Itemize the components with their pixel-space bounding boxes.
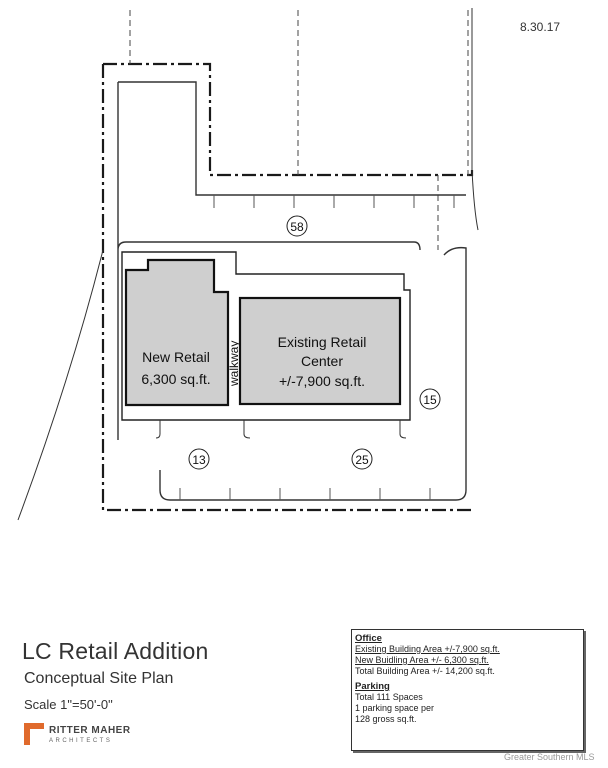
drawing-date: 8.30.17 <box>520 20 561 34</box>
parking-stalls-north <box>213 195 455 208</box>
new-retail-label-1: New Retail <box>142 349 210 365</box>
svg-text:13: 13 <box>192 453 206 467</box>
parking-curb <box>117 81 467 501</box>
parking-count-south: 25 <box>351 448 373 470</box>
parking-heading: Parking <box>355 681 390 692</box>
existing-retail-label-3: +/-7,900 sq.ft. <box>279 373 365 389</box>
logo-subtitle: ARCHITECTS <box>49 738 113 744</box>
svg-text:58: 58 <box>290 220 304 234</box>
project-title: LC Retail Addition <box>22 638 209 664</box>
existing-retail-label-2: Center <box>301 353 343 369</box>
parking-stalls-south <box>179 488 431 500</box>
scale-note: Scale 1"=50'-0" <box>24 697 113 712</box>
adjacent-lot-lines <box>129 10 469 250</box>
svg-text:15: 15 <box>423 393 437 407</box>
total-area-line: Total Building Area +/- 14,200 sq.ft. <box>355 666 495 676</box>
logo-name: RITTER MAHER <box>49 725 131 736</box>
parking-count-southwest: 13 <box>188 448 210 470</box>
new-retail-building <box>124 258 230 407</box>
mls-watermark: Greater Southern MLS <box>504 752 595 762</box>
existing-area-line: Existing Building Area +/-7,900 sq.ft. <box>355 644 500 654</box>
road-edges <box>17 8 479 521</box>
ratio-line-2: 128 gross sq.ft. <box>355 714 417 724</box>
sidewalk-bumps <box>155 420 407 439</box>
svg-text:25: 25 <box>355 453 369 467</box>
walkway-label: walkway <box>227 341 241 387</box>
parking-count-east: 15 <box>419 388 441 410</box>
logo-mark-icon <box>24 723 44 745</box>
new-retail-label-2: 6,300 sq.ft. <box>141 371 210 387</box>
parking-count-north: 58 <box>286 215 308 237</box>
new-area-line: New Buidling Area +/- 6,300 sq.ft. <box>355 655 489 665</box>
total-spaces-line: Total 111 Spaces <box>355 692 423 702</box>
site-data-box: Office Existing Building Area +/-7,900 s… <box>351 629 584 751</box>
building-pad-outline <box>121 251 411 421</box>
ratio-line-1: 1 parking space per <box>355 703 435 713</box>
office-heading: Office <box>355 633 382 644</box>
plan-subtitle: Conceptual Site Plan <box>24 670 174 687</box>
existing-retail-building <box>238 296 402 406</box>
existing-retail-label-1: Existing Retail <box>278 334 367 350</box>
